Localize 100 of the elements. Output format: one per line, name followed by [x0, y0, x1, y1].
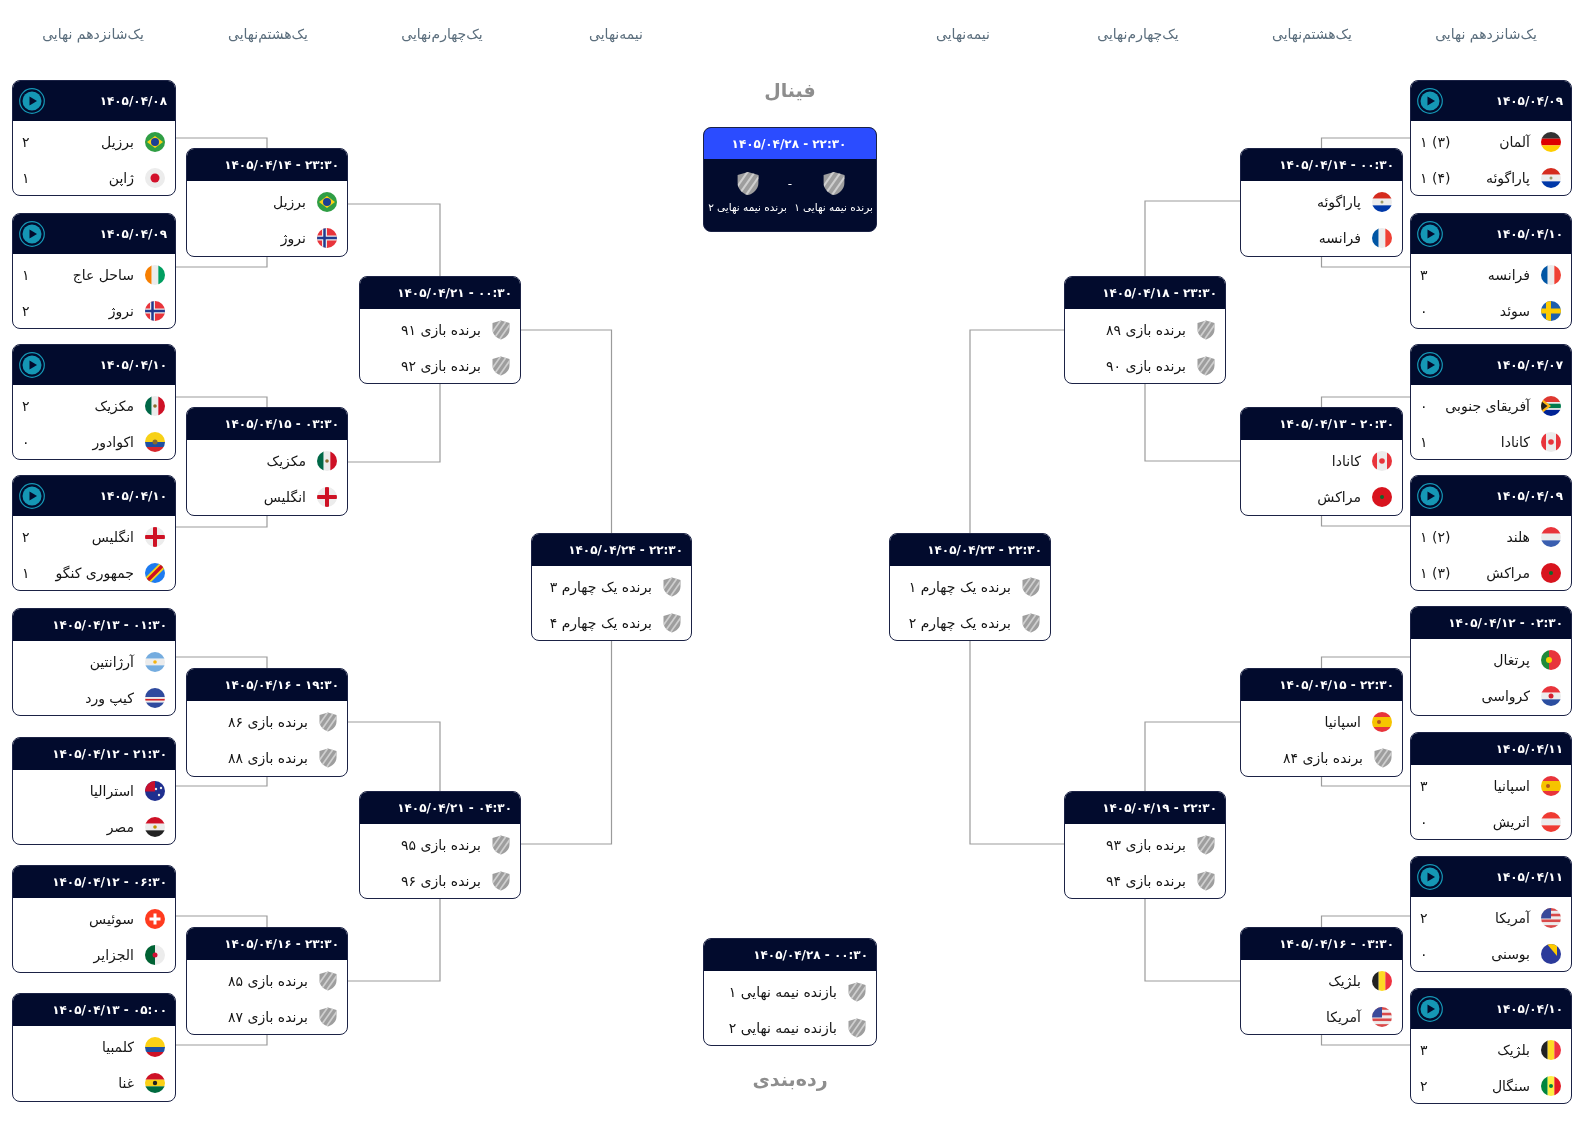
match-date: ۱۴۰۵/۰۴/۰۹ [1495, 489, 1563, 503]
team-name: آفریقای جنوبی [1445, 398, 1530, 414]
score: ۰ [1420, 398, 1428, 414]
team-name: آمریکا [1495, 910, 1530, 926]
match-date: ۱۴۰۵/۰۴/۱۳ - ۲۰:۳۰ [1279, 417, 1394, 431]
team-name: آمریکا [1326, 1009, 1361, 1025]
team-name: انگلیس [263, 489, 306, 505]
score: ۳ [1420, 267, 1428, 283]
team-name: سوئد [1499, 303, 1530, 319]
team-name: برنده یک چهارم ۲ [908, 615, 1011, 631]
team-name: مکزیک [266, 453, 306, 469]
team-name: برنده بازی ۸۷ [227, 1009, 308, 1025]
team-name: نروژ [280, 230, 306, 246]
team-name: فرانسه [1318, 230, 1361, 246]
connector-line [175, 915, 268, 928]
connector-line [1144, 898, 1241, 982]
match-card [186, 148, 348, 257]
match-card [1410, 213, 1572, 329]
connector-line [969, 329, 1065, 534]
team-name: برنده بازی ۹۳ [1105, 837, 1186, 853]
team-name: برزیل [101, 134, 134, 150]
score: ۲ [22, 134, 30, 150]
score: ۱ [22, 565, 30, 581]
score: ۱ (۴) [1420, 170, 1451, 186]
match-date: ۱۴۰۵/۰۴/۰۷ [1495, 358, 1563, 372]
match-card [1240, 668, 1403, 777]
score: ۲ [22, 303, 30, 319]
team-name: مکزیک [94, 398, 134, 414]
team-name: برنده بازی ۸۴ [1282, 750, 1363, 766]
connector-line [175, 137, 268, 149]
match-card [359, 791, 521, 899]
connector-line [175, 396, 268, 408]
team-name: برنده بازی ۸۹ [1105, 322, 1186, 338]
match-card [12, 213, 176, 329]
match-date: ۱۴۰۵/۰۴/۱۲ - ۲۱:۳۰ [52, 747, 167, 761]
team-name: مصر [106, 819, 134, 835]
match-card [12, 80, 176, 196]
connector-line [1320, 515, 1411, 527]
match-card [12, 344, 176, 460]
match-card [1410, 475, 1572, 591]
match-date: ۱۴۰۵/۰۴/۱۲ - ۰۲:۳۰ [1448, 616, 1563, 630]
team-name: استرالیا [89, 783, 134, 799]
score: ۰ [1420, 303, 1428, 319]
match-card [1410, 988, 1572, 1104]
connector-line [347, 721, 441, 792]
match-date: ۱۴۰۵/۰۴/۱۸ - ۲۳:۳۰ [1102, 286, 1217, 300]
connector-line [1320, 915, 1411, 928]
score: ۱ (۳) [1420, 134, 1451, 150]
connector-line [347, 203, 441, 277]
team-name: برنده نیمه نهایی ۲ [708, 201, 787, 214]
team-name: اسپانیا [1324, 714, 1361, 730]
match-card [359, 276, 521, 384]
team-name: برنده بازی ۸۵ [227, 973, 308, 989]
team-name: جمهوری کنگو [55, 565, 134, 581]
score: ۲ [1420, 1078, 1428, 1094]
match-date: ۱۴۰۵/۰۴/۱۲ - ۰۶:۳۰ [52, 875, 167, 889]
score: ۰ [1420, 814, 1428, 830]
connector-line [1144, 200, 1241, 277]
team-name: پرتغال [1493, 652, 1530, 668]
connector-line [1320, 137, 1411, 149]
team-name: الجزایر [93, 947, 134, 963]
match-card [1240, 407, 1403, 516]
score: ۳ [1420, 778, 1428, 794]
score: ۰ [22, 434, 30, 450]
team-name: بازنده نیمه نهایی ۱ [728, 984, 837, 1000]
connector-line [175, 515, 268, 528]
team-name: انگلیس [91, 529, 134, 545]
team-name: برنده بازی ۹۴ [1105, 873, 1186, 889]
team-name: بازنده نیمه نهایی ۲ [728, 1020, 837, 1036]
team-name: برنده نیمه نهایی ۱ [794, 201, 873, 214]
match-card [1240, 927, 1403, 1035]
match-card [1064, 276, 1226, 384]
match-date: ۱۴۰۵/۰۴/۱۵ - ۲۲:۳۰ [1279, 678, 1394, 692]
connector-line [1320, 656, 1411, 669]
match-date: ۱۴۰۵/۰۴/۲۸ - ۰۰:۳۰ [753, 948, 868, 962]
team-name: برنده یک چهارم ۴ [549, 615, 652, 631]
connector-line [1320, 776, 1411, 787]
match-card [186, 927, 348, 1035]
match-card [1410, 606, 1572, 716]
team-name: اتریش [1492, 814, 1530, 830]
score: ۱ [1420, 434, 1428, 450]
match-date: ۱۴۰۵/۰۴/۱۴ - ۲۳:۳۰ [224, 158, 339, 172]
team-name: کانادا [1331, 453, 1361, 469]
stage-heading: فینال [764, 79, 816, 101]
score: ۲ [1420, 910, 1428, 926]
team-name: برنده بازی ۹۶ [400, 873, 481, 889]
score-separator: - [787, 177, 793, 191]
team-name: بلژیک [1497, 1042, 1530, 1058]
match-date: ۱۴۰۵/۰۴/۲۳ - ۲۲:۳۰ [927, 543, 1042, 557]
match-card [531, 533, 692, 641]
connector-line [175, 776, 268, 787]
team-name: مراکش [1317, 489, 1361, 505]
score: ۲ [22, 529, 30, 545]
match-card [12, 608, 176, 716]
connector-line [1144, 383, 1241, 462]
match-card [12, 737, 176, 845]
match-card [1410, 80, 1572, 196]
team-name: برنده یک چهارم ۱ [908, 579, 1011, 595]
match-card [12, 993, 176, 1102]
column-header: یک‌هشتم‌نهایی [1272, 26, 1352, 42]
